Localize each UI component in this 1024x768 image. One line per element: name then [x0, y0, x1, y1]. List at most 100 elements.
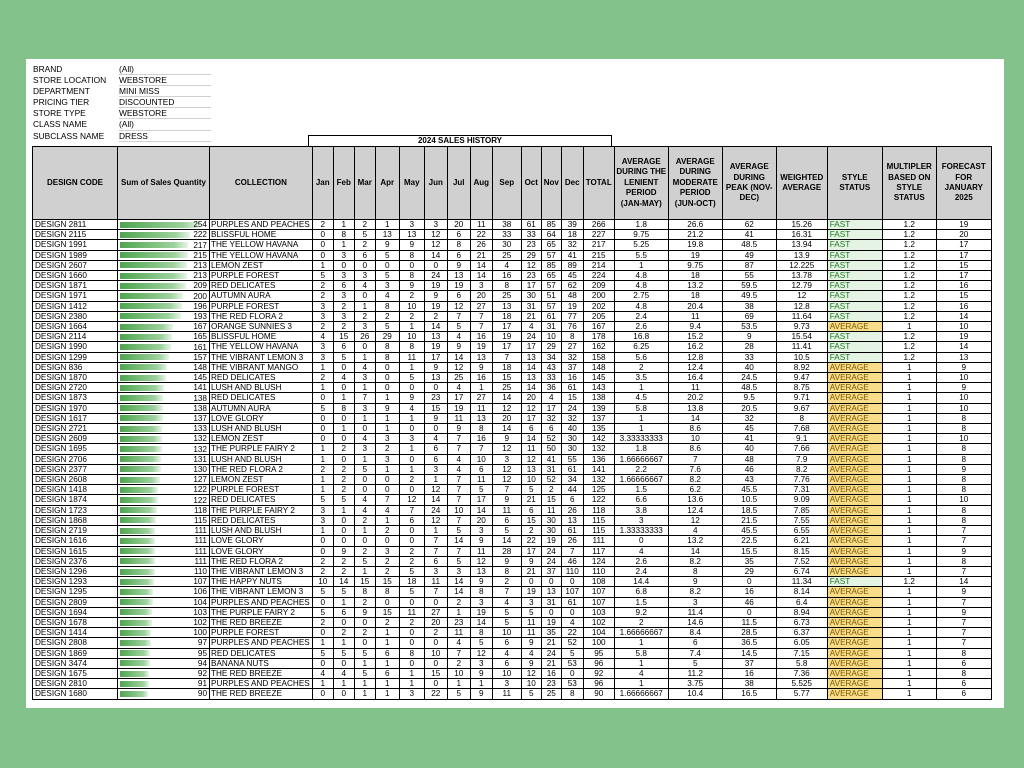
month-cell[interactable]: 65	[540, 239, 562, 251]
month-cell[interactable]: 1	[311, 525, 334, 537]
month-cell[interactable]: 7	[491, 351, 522, 363]
month-cell[interactable]: 5	[311, 647, 334, 659]
avg-peak-cell[interactable]: 49.5	[721, 290, 777, 302]
month-cell[interactable]: 3	[311, 300, 334, 312]
design-code-cell[interactable]: DESIGN 1989	[32, 249, 118, 261]
total-cell[interactable]: 108	[582, 576, 615, 588]
avg-peak-cell[interactable]: 45	[721, 423, 777, 435]
month-cell[interactable]: 2	[332, 555, 355, 567]
design-code-cell[interactable]: DESIGN 1615	[32, 545, 118, 557]
header-month-jan[interactable]: Jan	[311, 146, 334, 220]
avg-peak-cell[interactable]: 38	[721, 300, 777, 312]
total-cell[interactable]: 110	[582, 565, 615, 578]
month-cell[interactable]: 5	[560, 647, 584, 659]
month-cell[interactable]: 3	[353, 270, 376, 282]
multiplier-cell[interactable]: 1	[881, 372, 937, 384]
avg-lenient-cell[interactable]: 5.8	[613, 402, 669, 414]
total-cell[interactable]: 224	[582, 270, 615, 282]
month-cell[interactable]: 3	[332, 270, 355, 282]
month-cell[interactable]: 23	[540, 678, 562, 690]
month-cell[interactable]: 0	[374, 372, 400, 384]
sales-quantity-cell[interactable]: 254	[117, 218, 210, 231]
multiplier-cell[interactable]: 1	[881, 443, 937, 455]
month-cell[interactable]: 5	[353, 647, 376, 659]
forecast-cell[interactable]: 8	[935, 555, 992, 567]
collection-cell[interactable]: THE VIBRANT LEMON 3	[209, 565, 313, 578]
month-cell[interactable]: 15	[353, 576, 376, 588]
month-cell[interactable]: 12	[446, 300, 471, 312]
total-cell[interactable]: 122	[582, 494, 615, 506]
month-cell[interactable]: 29	[540, 341, 562, 353]
month-cell[interactable]: 4	[446, 453, 471, 465]
month-cell[interactable]: 1	[353, 678, 376, 690]
avg-lenient-cell[interactable]: 1	[613, 259, 669, 272]
month-cell[interactable]: 9	[423, 412, 448, 425]
month-cell[interactable]: 44	[560, 484, 584, 496]
month-cell[interactable]: 1	[332, 504, 355, 516]
month-cell[interactable]: 4	[374, 290, 400, 302]
month-cell[interactable]: 12	[491, 463, 522, 476]
collection-cell[interactable]: AUTUMN AURA	[209, 290, 313, 302]
multiplier-cell[interactable]: 1	[881, 321, 937, 333]
avg-lenient-cell[interactable]: 1.8	[613, 218, 669, 231]
total-cell[interactable]: 118	[582, 504, 615, 516]
month-cell[interactable]: 0	[353, 423, 376, 435]
weighted-average-cell[interactable]: 9.71	[775, 392, 828, 404]
month-cell[interactable]: 6	[491, 657, 522, 669]
weighted-average-cell[interactable]: 8.14	[775, 586, 828, 598]
month-cell[interactable]: 11	[540, 504, 562, 516]
weighted-average-cell[interactable]: 6.73	[775, 616, 828, 629]
month-cell[interactable]: 15	[423, 402, 448, 414]
avg-peak-cell[interactable]: 14.5	[721, 647, 777, 659]
month-cell[interactable]: 2	[520, 525, 542, 537]
month-cell[interactable]: 4	[332, 372, 355, 384]
month-cell[interactable]: 29	[520, 249, 542, 261]
month-cell[interactable]: 1	[374, 392, 400, 404]
month-cell[interactable]: 9	[520, 555, 542, 567]
month-cell[interactable]: 2	[311, 463, 334, 476]
month-cell[interactable]: 3	[353, 402, 376, 414]
weighted-average-cell[interactable]: 7.15	[775, 647, 828, 659]
header-design-code[interactable]: DESIGN CODE	[32, 146, 118, 220]
month-cell[interactable]: 7	[469, 321, 493, 333]
month-cell[interactable]: 4	[374, 504, 400, 516]
month-cell[interactable]: 0	[398, 453, 425, 465]
weighted-average-cell[interactable]: 13.78	[775, 270, 828, 282]
forecast-cell[interactable]: 8	[935, 412, 992, 425]
avg-moderate-cell[interactable]: 3	[667, 596, 723, 608]
month-cell[interactable]: 16	[469, 331, 493, 343]
header-weighted-average[interactable]: WEIGHTED AVERAGE	[775, 146, 828, 220]
month-cell[interactable]: 14	[423, 321, 448, 333]
month-cell[interactable]: 12	[520, 259, 542, 272]
weighted-average-cell[interactable]: 11.41	[775, 341, 828, 353]
month-cell[interactable]: 5	[311, 402, 334, 414]
month-cell[interactable]: 17	[520, 280, 542, 292]
month-cell[interactable]: 6	[398, 514, 425, 527]
avg-moderate-cell[interactable]: 9	[667, 576, 723, 588]
month-cell[interactable]: 4	[560, 616, 584, 629]
weighted-average-cell[interactable]: 13.94	[775, 239, 828, 251]
avg-lenient-cell[interactable]: 4	[613, 667, 669, 680]
month-cell[interactable]: 3	[469, 525, 493, 537]
month-cell[interactable]: 11	[446, 627, 471, 639]
avg-moderate-cell[interactable]: 11	[667, 310, 723, 323]
month-cell[interactable]: 19	[491, 331, 522, 343]
month-cell[interactable]: 1	[332, 218, 355, 231]
style-status-cell[interactable]: AVERAGE	[826, 525, 883, 537]
style-status-cell[interactable]: FAST	[826, 249, 883, 261]
month-cell[interactable]: 3	[469, 280, 493, 292]
style-status-cell[interactable]: AVERAGE	[826, 463, 883, 476]
month-cell[interactable]: 8	[469, 586, 493, 598]
month-cell[interactable]: 2	[446, 657, 471, 669]
collection-cell[interactable]: THE RED BREEZE	[209, 667, 313, 680]
month-cell[interactable]: 2	[332, 463, 355, 476]
month-cell[interactable]: 7	[446, 484, 471, 496]
month-cell[interactable]: 9	[446, 423, 471, 435]
avg-peak-cell[interactable]: 45.5	[721, 525, 777, 537]
month-cell[interactable]: 1	[353, 351, 376, 363]
month-cell[interactable]: 7	[446, 545, 471, 557]
design-code-cell[interactable]: DESIGN 2811	[32, 218, 118, 231]
sales-quantity-cell[interactable]: 165	[117, 331, 210, 343]
month-cell[interactable]: 57	[540, 300, 562, 312]
weighted-average-cell[interactable]: 5.8	[775, 657, 828, 669]
